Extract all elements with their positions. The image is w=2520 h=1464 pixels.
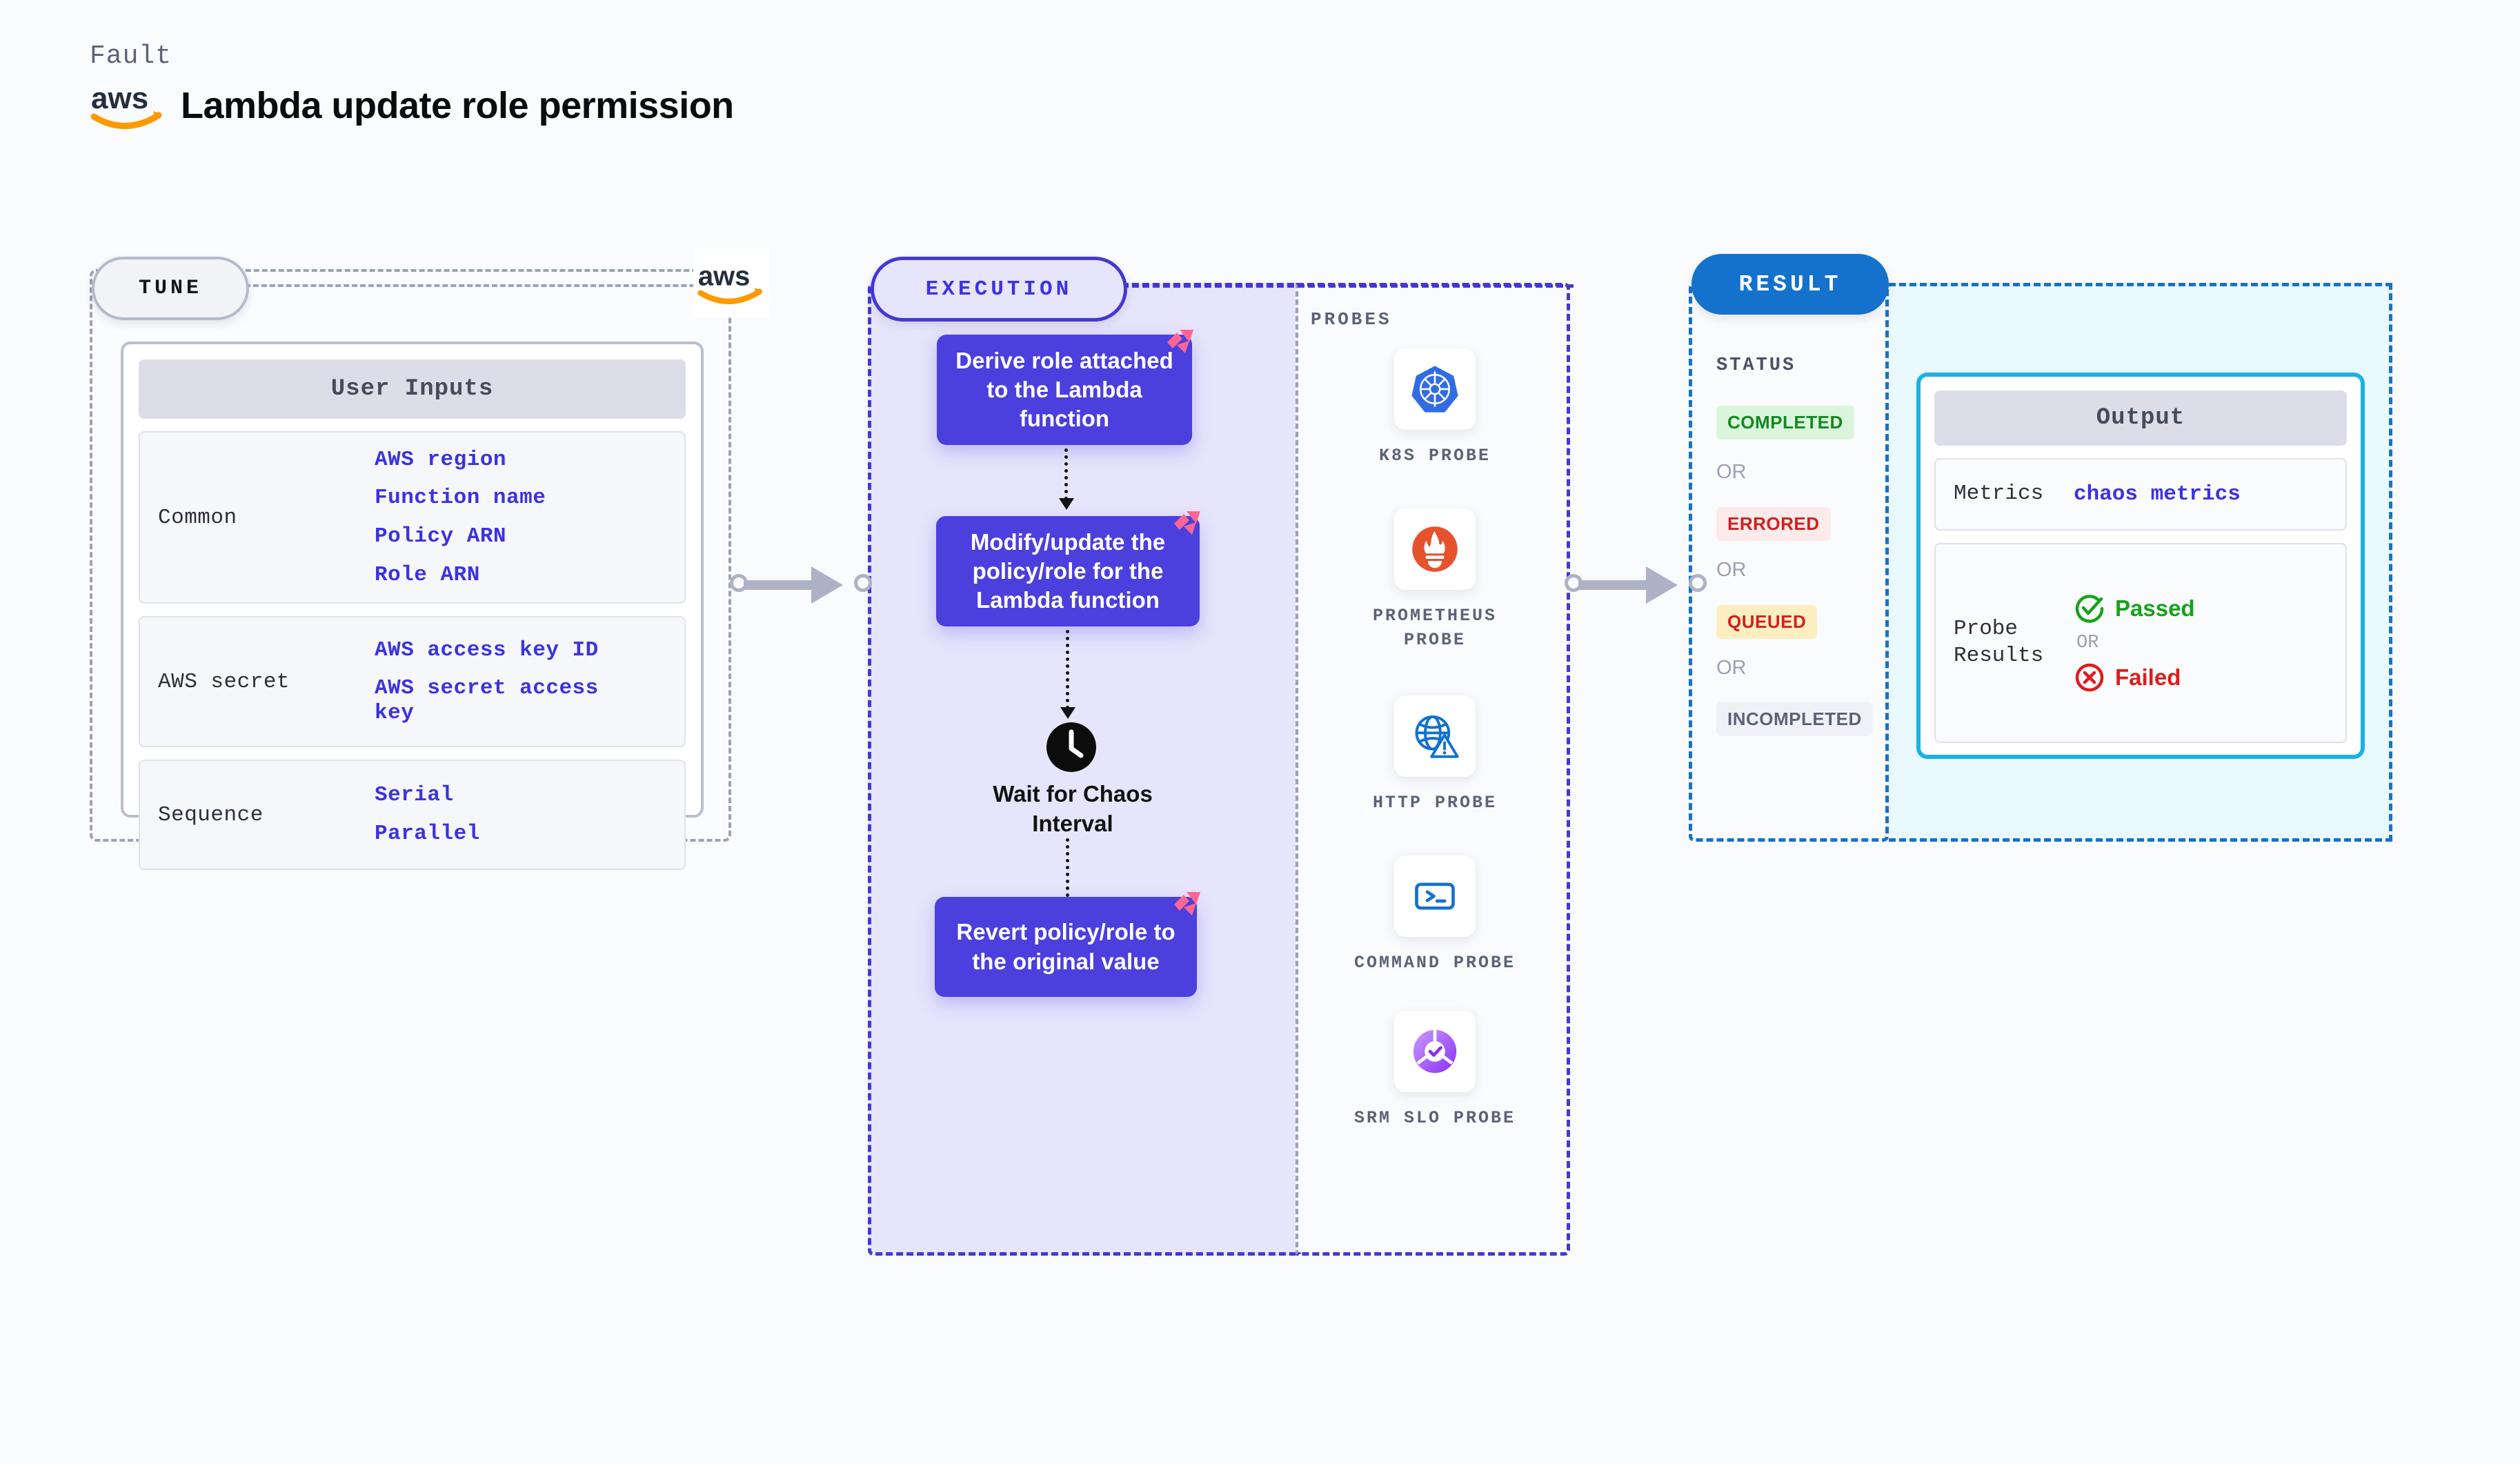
probe-item-command[interactable]: COMMAND PROBE — [1352, 855, 1518, 975]
output-metrics-value[interactable]: chaos metrics — [2074, 482, 2241, 506]
probe-label: SRM SLO PROBE — [1353, 1108, 1516, 1128]
connector-execution-to-result — [1565, 562, 1709, 604]
input-value[interactable]: Parallel — [375, 822, 480, 846]
input-group-common: Common AWS region Function name Policy A… — [139, 431, 686, 604]
output-title: Output — [1934, 390, 2347, 446]
result-label-pill: RESULT — [1691, 254, 1889, 315]
prometheus-icon — [1412, 526, 1458, 572]
litmus-chaos-icon — [1174, 892, 1200, 916]
http-globe-icon — [1415, 715, 1459, 758]
probe-label: COMMAND PROBE — [1353, 953, 1516, 973]
probes-title: PROBES — [1311, 309, 1392, 330]
aws-logo-icon: aws — [90, 81, 162, 129]
flow-arrow-2 — [1060, 630, 1075, 719]
svg-text:aws: aws — [698, 261, 751, 292]
wait-for-chaos-interval-label: Wait for Chaos Interval — [993, 781, 1153, 836]
connector-arrowhead — [811, 566, 843, 604]
srm-slo-icon — [1413, 1029, 1457, 1074]
probe-result-passed: Passed — [2074, 593, 2195, 624]
input-value[interactable]: AWS access key ID — [375, 637, 599, 662]
probe-icon-box — [1394, 508, 1476, 590]
probe-icon-box — [1394, 855, 1476, 937]
connector-line — [1578, 580, 1661, 590]
probe-item-http[interactable]: HTTP PROBE — [1352, 695, 1518, 815]
kubernetes-icon — [1411, 366, 1458, 413]
execution-step-2[interactable]: Modify/update the policy/role for the La… — [936, 516, 1200, 626]
execution-step-text: Revert policy/role to the original value — [956, 919, 1175, 974]
user-inputs-card: User Inputs Common AWS region Function n… — [121, 342, 704, 870]
input-value[interactable]: Policy ARN — [375, 524, 507, 548]
probe-result-failed-label: Failed — [2115, 664, 2181, 690]
status-or-2: OR — [1716, 559, 1747, 581]
input-value[interactable]: Function name — [375, 486, 546, 511]
probe-label: K8S PROBE — [1378, 446, 1491, 466]
execution-step-4[interactable]: Revert policy/role to the original value — [935, 897, 1197, 997]
input-group-aws-secret: AWS secret AWS access key ID AWS secret … — [139, 616, 686, 747]
execution-connector-line — [1122, 284, 1574, 288]
probe-result-passed-label: Passed — [2115, 595, 2195, 621]
page-header: Fault aws Lambda update role permission — [90, 41, 734, 133]
result-label-text: RESULT — [1738, 271, 1842, 297]
connector-line — [744, 580, 826, 590]
probe-item-prometheus[interactable]: PROMETHEUS PROBE — [1352, 508, 1518, 652]
execution-step-text: Derive role attached to the Lambda funct… — [955, 347, 1173, 432]
probe-icon-box — [1394, 348, 1476, 430]
output-card: Output Metrics chaos metrics Probe Resul… — [1916, 373, 2365, 759]
execution-step-text: Modify/update the policy/role for the La… — [970, 528, 1166, 613]
status-badge-queued: QUEUED — [1716, 605, 1818, 639]
input-value[interactable]: AWS secret access key — [375, 676, 599, 725]
terminal-icon — [1415, 882, 1455, 910]
tune-label-text: TUNE — [138, 277, 202, 300]
fault-label: Fault — [90, 41, 172, 71]
output-probe-results-label: Probe Results — [1954, 617, 2044, 668]
probe-result-or: OR — [2076, 633, 2099, 653]
flow-arrow-1 — [1059, 448, 1074, 510]
svg-text:aws: aws — [91, 81, 148, 115]
probe-icon-box — [1394, 695, 1476, 777]
probe-item-srm-slo[interactable]: SRM SLO PROBE — [1352, 1011, 1518, 1130]
output-group-metrics: Metrics chaos metrics — [1934, 458, 2347, 531]
status-badge-incompleted: INCOMPLETED — [1716, 702, 1873, 736]
input-group-label: Common — [158, 505, 237, 530]
page-title: Lambda update role permission — [181, 85, 734, 126]
aws-logo-icon-tune: aws — [693, 248, 769, 317]
input-value[interactable]: Role ARN — [375, 562, 480, 587]
probe-label: HTTP PROBE — [1372, 793, 1498, 813]
input-value[interactable]: AWS region — [375, 447, 507, 472]
probe-item-k8s[interactable]: K8S PROBE — [1352, 348, 1518, 468]
clock-icon — [1046, 722, 1096, 772]
x-circle-icon — [2075, 663, 2104, 692]
output-metrics-label: Metrics — [1954, 482, 2044, 506]
tune-connector-line — [245, 284, 728, 287]
probe-label: PROMETHEUS PROBE — [1372, 606, 1498, 650]
connector-dot-right — [854, 574, 872, 592]
probe-icon-box — [1394, 1011, 1476, 1092]
input-group-label: AWS secret — [158, 669, 290, 694]
litmus-chaos-icon — [1167, 330, 1193, 353]
tune-label-pill: TUNE — [92, 257, 249, 320]
input-group-sequence: Sequence Serial Parallel — [139, 760, 686, 870]
output-group-probe-results: Probe Results Passed OR Failed — [1934, 543, 2347, 743]
user-inputs-title: User Inputs — [139, 359, 686, 419]
result-status-panel — [1689, 283, 1889, 842]
input-group-label: Sequence — [158, 802, 264, 827]
connector-tune-to-execution — [730, 562, 875, 604]
execution-label-text: EXECUTION — [925, 277, 1073, 301]
status-badge-completed: COMPLETED — [1716, 406, 1854, 439]
connector-arrowhead — [1646, 566, 1678, 604]
probe-result-failed: Failed — [2074, 662, 2195, 693]
execution-step-1[interactable]: Derive role attached to the Lambda funct… — [937, 335, 1192, 445]
check-circle-icon — [2075, 595, 2104, 623]
litmus-chaos-icon — [1174, 511, 1200, 535]
status-badge-errored: ERRORED — [1716, 507, 1831, 541]
status-title: STATUS — [1716, 355, 1796, 376]
execution-label-pill: EXECUTION — [871, 257, 1127, 322]
input-value[interactable]: Serial — [375, 783, 454, 808]
connector-dot-right — [1689, 574, 1707, 592]
status-or-1: OR — [1716, 461, 1747, 483]
status-or-3: OR — [1716, 657, 1747, 679]
